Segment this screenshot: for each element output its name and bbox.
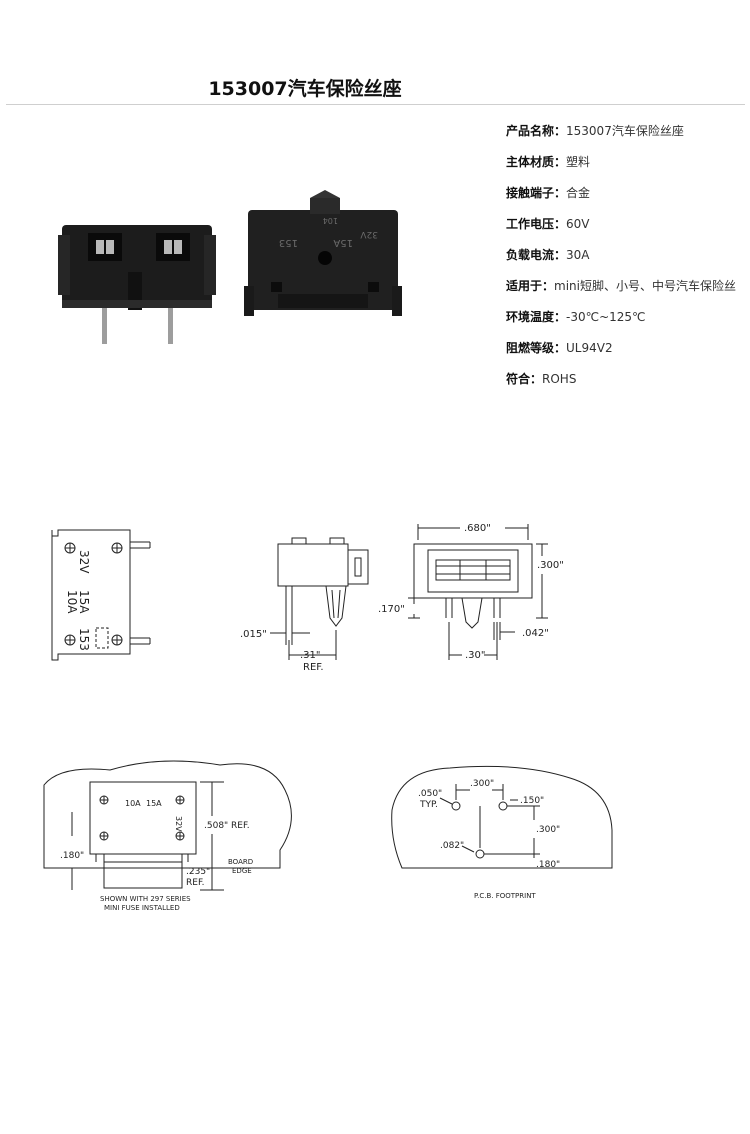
spec-value: mini短脚、小号、中号汽车保险丝 xyxy=(554,279,736,293)
dim-300-side: .300" xyxy=(536,825,560,835)
spec-flame-rating: 阻燃等级：UL94V2 xyxy=(506,333,746,364)
board-outline-left xyxy=(43,760,292,869)
spec-contact: 接触端子：合金 xyxy=(506,178,746,209)
spec-value: 合金 xyxy=(566,186,591,200)
dim-170: .170" xyxy=(378,604,405,615)
spec-value: -30℃~125℃ xyxy=(566,310,646,324)
mark-153: 153 xyxy=(77,628,91,651)
product-photo: 32V 15A 153 104 xyxy=(58,190,402,344)
spec-current: 负载电流：30A xyxy=(506,240,746,271)
fuse-holder-front xyxy=(58,225,216,344)
edge-label: EDGE xyxy=(232,867,252,875)
spec-value: 60V xyxy=(566,217,590,231)
spec-temperature: 环境温度：-30℃~125℃ xyxy=(506,302,746,333)
spec-key: 接触端子： xyxy=(506,186,567,200)
dim-042: .042" xyxy=(522,628,549,639)
spec-value: 153007汽车保险丝座 xyxy=(566,124,684,138)
dim-050: .050" xyxy=(418,789,442,799)
fuse-holder-back: 32V 15A 153 104 xyxy=(244,190,402,316)
mount-mark-32v: 32V xyxy=(174,816,183,832)
mount-mark-10a: 10A xyxy=(125,799,141,808)
page-title: 153007汽车保险丝座 xyxy=(208,78,402,100)
spec-key: 产品名称： xyxy=(506,124,567,138)
dim-015: .015" xyxy=(240,629,267,640)
dimension-drawings-top: 32V 15A 10A 153 .015" .31" REF. .680" .3… xyxy=(51,523,564,673)
spec-product-name: 产品名称：153007汽车保险丝座 xyxy=(506,116,746,147)
spec-value: 塑料 xyxy=(566,155,591,169)
mark-32v: 32V xyxy=(77,550,91,574)
mark-10a: 10A xyxy=(65,590,79,614)
spec-value: UL94V2 xyxy=(566,341,613,355)
dim-235-ref: REF. xyxy=(186,878,205,888)
top-view-drawing xyxy=(51,529,151,661)
spec-voltage: 工作电压：60V xyxy=(506,209,746,240)
spec-key: 负载电流： xyxy=(506,248,567,262)
mount-drawing xyxy=(71,781,224,891)
spec-key: 主体材质： xyxy=(506,155,567,169)
dim-180-left: .180" xyxy=(60,851,84,861)
dim-680: .680" xyxy=(464,523,491,534)
dim-30: .30" xyxy=(465,650,486,661)
note-fuse-installed: MINI FUSE INSTALLED xyxy=(104,904,180,912)
side-view-drawing xyxy=(270,537,369,660)
dim-508-ref: .508" REF. xyxy=(204,821,250,831)
spec-compliance: 符合：ROHS xyxy=(506,364,746,395)
photo-marking-153: 153 xyxy=(279,237,298,248)
dim-050-typ: TYP. xyxy=(419,800,438,810)
spec-key: 符合： xyxy=(506,372,543,386)
board-label: BOARD xyxy=(228,858,253,866)
spec-key: 工作电压： xyxy=(506,217,567,231)
front-view-drawing xyxy=(408,524,548,660)
spec-material: 主体材质：塑料 xyxy=(506,147,746,178)
dim-300: .300" xyxy=(537,560,564,571)
divider xyxy=(6,104,745,105)
spec-key: 阻燃等级： xyxy=(506,341,567,355)
spec-value: 30A xyxy=(566,248,590,262)
spec-list: 产品名称：153007汽车保险丝座 主体材质：塑料 接触端子：合金 工作电压：6… xyxy=(506,116,746,395)
spec-value: ROHS xyxy=(542,372,577,386)
board-outline-right xyxy=(391,765,613,869)
spec-application: 适用于：mini短脚、小号、中号汽车保险丝 xyxy=(506,271,746,302)
dim-31: .31" xyxy=(300,650,321,661)
pcb-footprint-label: P.C.B. FOOTPRINT xyxy=(474,892,536,900)
dim-150: .150" xyxy=(520,796,544,806)
pcb-footprint-drawing xyxy=(439,784,540,859)
dim-300-top: .300" xyxy=(470,779,494,789)
dim-31-ref: REF. xyxy=(303,662,324,673)
photo-marking-15a: 15A xyxy=(333,237,353,248)
photo-marking-32v: 32V xyxy=(360,229,378,239)
spec-key: 环境温度： xyxy=(506,310,567,324)
dim-180-right: .180" xyxy=(536,860,560,870)
mount-mark-15a: 15A xyxy=(146,799,162,808)
note-shown-with: SHOWN WITH 297 SERIES xyxy=(100,895,191,903)
dimension-drawings-bottom: 10A 15A 32V .508" REF. .180" .235" REF. … xyxy=(43,760,613,912)
spec-key: 适用于： xyxy=(506,279,555,293)
dim-235: .235" xyxy=(186,867,210,877)
photo-marking-104: 104 xyxy=(323,216,338,225)
mark-15a: 15A xyxy=(77,590,91,614)
dim-082: .082" xyxy=(440,841,464,851)
